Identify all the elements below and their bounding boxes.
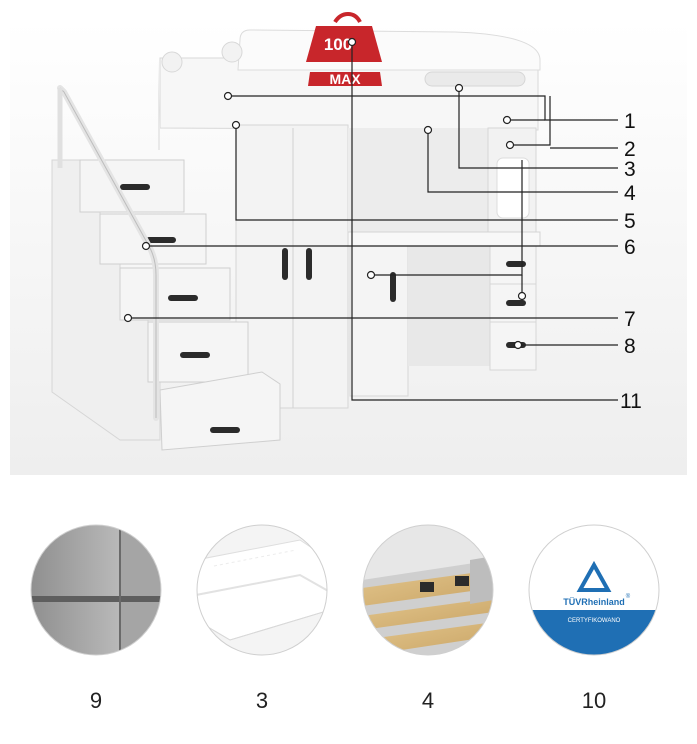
badge-weight-text: 100: [324, 35, 352, 54]
leader-5: [235, 125, 618, 221]
callout-11: 11: [620, 390, 642, 413]
detail-mattress-image: [197, 525, 327, 655]
callout-2: 2: [624, 138, 636, 161]
detail-label-3: 3: [255, 688, 269, 713]
desk-cabinet-handle: [390, 272, 396, 302]
leader-1: [228, 95, 618, 121]
certificate-registered-mark: ®: [626, 593, 631, 600]
desk-recess: [348, 128, 488, 240]
wardrobe-body: [235, 124, 349, 409]
desk-drawer-2-handle: [506, 300, 526, 306]
stair-handle-2: [146, 237, 176, 243]
detail-borders: [30, 524, 660, 656]
leader-2: [510, 96, 551, 146]
stair-handle-4: [180, 352, 210, 358]
callout-5: 5: [624, 210, 636, 233]
callout-3: 3: [624, 158, 636, 181]
desk-drawer-2: [489, 283, 537, 323]
leader-3: [458, 88, 618, 169]
callout-8: 8: [624, 335, 636, 358]
callout-1: 1: [624, 110, 636, 133]
weight-limit-badge: 100 MAX: [306, 11, 382, 87]
callout-4: 4: [624, 182, 636, 205]
detail-label-9: 9: [89, 688, 103, 713]
stair-handle-1: [120, 184, 150, 190]
stair-step-5: [159, 371, 281, 451]
badge-base: [308, 72, 382, 86]
callout-7: 7: [624, 308, 636, 331]
callout-dots: [123, 37, 527, 350]
handrail-shadow: [59, 87, 157, 418]
detail-slatted-base-image: [363, 525, 493, 655]
detail-label-4: 4: [421, 688, 435, 713]
loft-bed: [51, 29, 541, 451]
callout-6: 6: [624, 236, 636, 259]
detail-label-10: 10: [581, 688, 607, 713]
leader-4: [427, 130, 618, 193]
bed-post-mid: [221, 41, 243, 63]
desk-drawer-1-handle: [506, 261, 526, 267]
stair-handle-5: [210, 427, 240, 433]
shelf-opening: [496, 157, 530, 219]
certificate-caption: CERTYFIKOWANO: [568, 618, 621, 624]
bed-post-left: [161, 51, 183, 73]
desk-legspace: [408, 246, 490, 366]
leader-11: [351, 42, 618, 401]
stair-step-3: [119, 267, 231, 321]
wardrobe-handle-left: [282, 248, 288, 280]
bed-rail: [237, 29, 541, 71]
tuv-logo-icon: [576, 560, 612, 592]
badge-handle: [333, 11, 362, 24]
badge-body: [306, 26, 382, 62]
desk-cabinet: [349, 245, 409, 397]
badge-max-text: MAX: [329, 71, 361, 87]
bed-side-panel: [158, 60, 160, 150]
desk-top: [347, 231, 541, 247]
certificate-brand: TÜVRheinland: [563, 597, 625, 607]
wardrobe-handle-right: [306, 248, 312, 280]
stair-handle-3: [168, 295, 198, 301]
bed-rail-slot: [424, 71, 526, 87]
